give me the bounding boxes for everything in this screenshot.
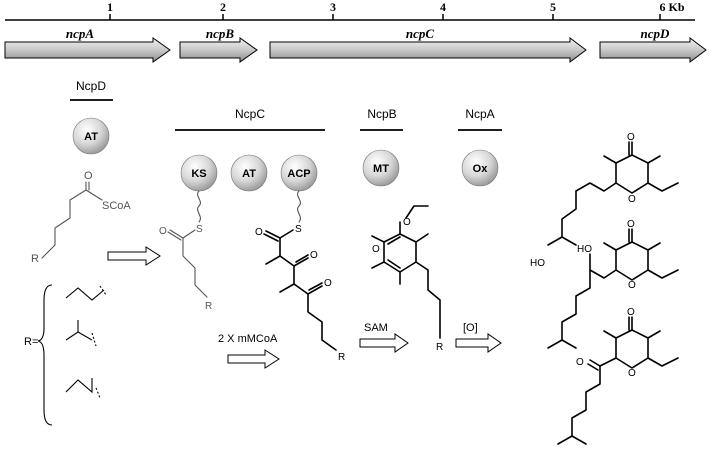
ruler-tick-label: 3: [330, 0, 336, 14]
gene-map: 1 2 3 4 5 6 Kb ncpA ncpB ncpC ncpD: [4, 0, 707, 63]
carbonyl-o: O: [627, 219, 635, 230]
ring-o: O: [403, 217, 411, 228]
product-2: O O HO: [547, 219, 679, 349]
domain-label-at: AT: [84, 131, 98, 143]
domain-label-acp: ACP: [287, 168, 310, 180]
gene-arrow-ncpA: [4, 37, 171, 63]
enzyme-labels: NcpD NcpC NcpB NcpA: [70, 79, 502, 131]
carbonyl-o: O: [310, 250, 318, 261]
starter-acyl-coa: O SCoA R: [31, 170, 131, 265]
scoa-label: SCoA: [102, 200, 131, 212]
gene-label-ncpB: ncpB: [206, 26, 235, 41]
carbonyl-o: O: [627, 307, 635, 318]
r-equals-label: R=: [24, 336, 38, 348]
carbonyl-o: O: [159, 226, 167, 237]
ruler-tick-label: 6 Kb: [659, 0, 684, 14]
gene-label-ncpD: ncpD: [641, 26, 671, 41]
domain-spheres: AT KS AT ACP MT Ox: [72, 117, 499, 192]
domain-sphere-at: [230, 154, 268, 192]
step-label-sam: SAM: [364, 322, 388, 334]
hydroxyl-label: HO: [577, 244, 592, 255]
enzyme-label-ncpD: NcpD: [76, 79, 106, 93]
product-3: O O O: [557, 307, 679, 445]
carbonyl-o: O: [324, 278, 332, 289]
carbonyl-o: O: [372, 244, 380, 255]
r-group-options: R=: [24, 284, 107, 426]
ks-bound-intermediate: S O R: [159, 190, 212, 312]
reaction-arrow: [227, 349, 280, 369]
gene-arrow-ncpC: [269, 37, 587, 63]
ruler-tick-label: 1: [107, 0, 113, 14]
gene-arrow-ncpD: [599, 37, 707, 63]
ring-o: O: [628, 368, 636, 379]
domain-label-ks: KS: [191, 168, 206, 180]
ruler-tick-label: 5: [550, 0, 556, 14]
methylated-pyrone: O O R: [371, 205, 443, 353]
reaction-arrow: [107, 246, 161, 266]
enzyme-label-ncpB: NcpB: [367, 107, 396, 121]
carbonyl-o: O: [627, 132, 635, 143]
domain-sphere-ox: [461, 149, 499, 187]
enzyme-label-ncpA: NcpA: [465, 107, 494, 121]
ring-o: O: [628, 280, 636, 291]
r-group: R: [205, 301, 212, 312]
domain-sphere-mt: [362, 149, 400, 187]
acp-bound-polyketide: S O O O R: [255, 190, 345, 363]
product-1: O O HO: [530, 132, 679, 269]
carbonyl-o: O: [84, 170, 93, 182]
ruler-tick-label: 4: [440, 0, 446, 14]
step-label-oxidation: [O]: [463, 322, 478, 334]
gene-arrow-ncpB: [179, 37, 258, 63]
thioester-s: S: [196, 224, 203, 235]
carbonyl-o: O: [255, 227, 263, 238]
reaction-arrow: [455, 333, 502, 353]
r-group: R: [338, 352, 345, 363]
domain-label-at: AT: [242, 168, 256, 180]
r-group: R: [436, 342, 443, 353]
enzyme-label-ncpC: NcpC: [235, 107, 265, 121]
gene-label-ncpA: ncpA: [66, 26, 95, 41]
gene-label-ncpC: ncpC: [406, 26, 435, 41]
ring-o: O: [628, 194, 636, 205]
domain-label-mt: MT: [373, 163, 389, 175]
carbonyl-o: O: [576, 357, 584, 368]
reaction-arrow: [359, 333, 409, 353]
r-group: R: [31, 253, 39, 265]
thioester-s: S: [295, 224, 302, 235]
domain-label-ox: Ox: [473, 163, 489, 175]
ruler-tick-label: 2: [220, 0, 226, 14]
hydroxyl-label: HO: [530, 258, 545, 269]
step-label-mmcoa: 2 X mMCoA: [218, 333, 278, 345]
domain-sphere-at: [72, 117, 110, 155]
